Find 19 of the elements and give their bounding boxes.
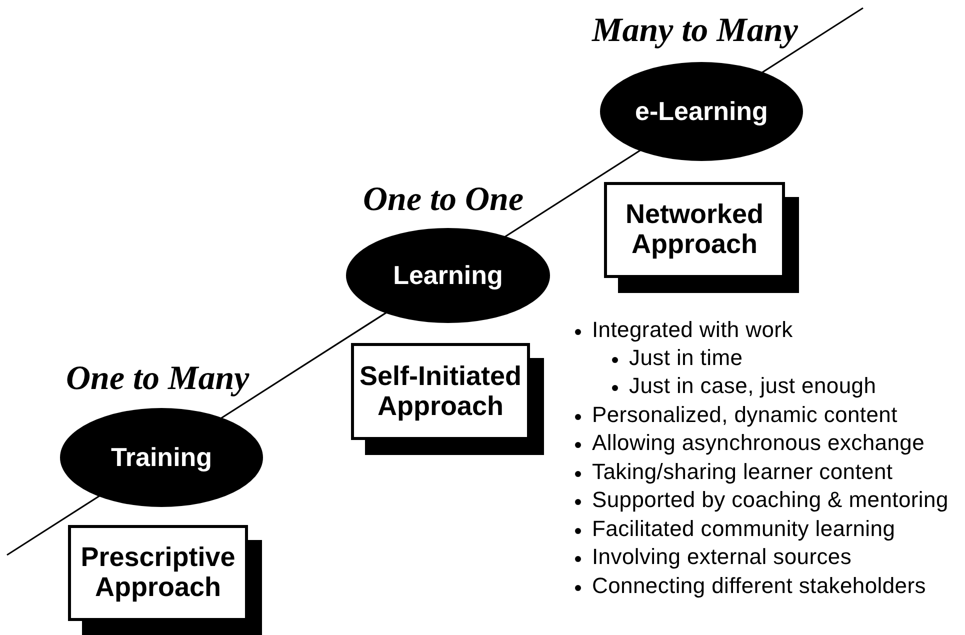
sub-list-item: Just in case, just enough	[629, 372, 876, 400]
node-label: Self-Initiated Approach	[358, 362, 522, 422]
node-label: Networked Approach	[624, 200, 765, 260]
list-item: Taking/sharing learner content	[592, 458, 893, 486]
relation-label: Many to Many	[592, 12, 798, 50]
list-item: Allowing asynchronous exchange	[592, 429, 925, 457]
node-label: e-Learning	[635, 96, 768, 127]
relation-label: One to One	[363, 181, 524, 219]
node-label: Prescriptive Approach	[80, 543, 236, 603]
list-item: Integrated with work	[592, 316, 793, 344]
relation-label: One to Many	[66, 360, 250, 398]
list-item: Personalized, dynamic content	[592, 401, 898, 429]
node-label: Training	[110, 442, 212, 473]
sub-list-item: Just in time	[629, 344, 743, 372]
list-item: Facilitated community learning	[592, 515, 896, 543]
list-item: Involving external sources	[592, 543, 852, 571]
node-label: Learning	[393, 260, 503, 291]
list-item: Connecting different stakeholders	[592, 572, 926, 600]
list-item: Supported by coaching & mentoring	[592, 486, 948, 514]
